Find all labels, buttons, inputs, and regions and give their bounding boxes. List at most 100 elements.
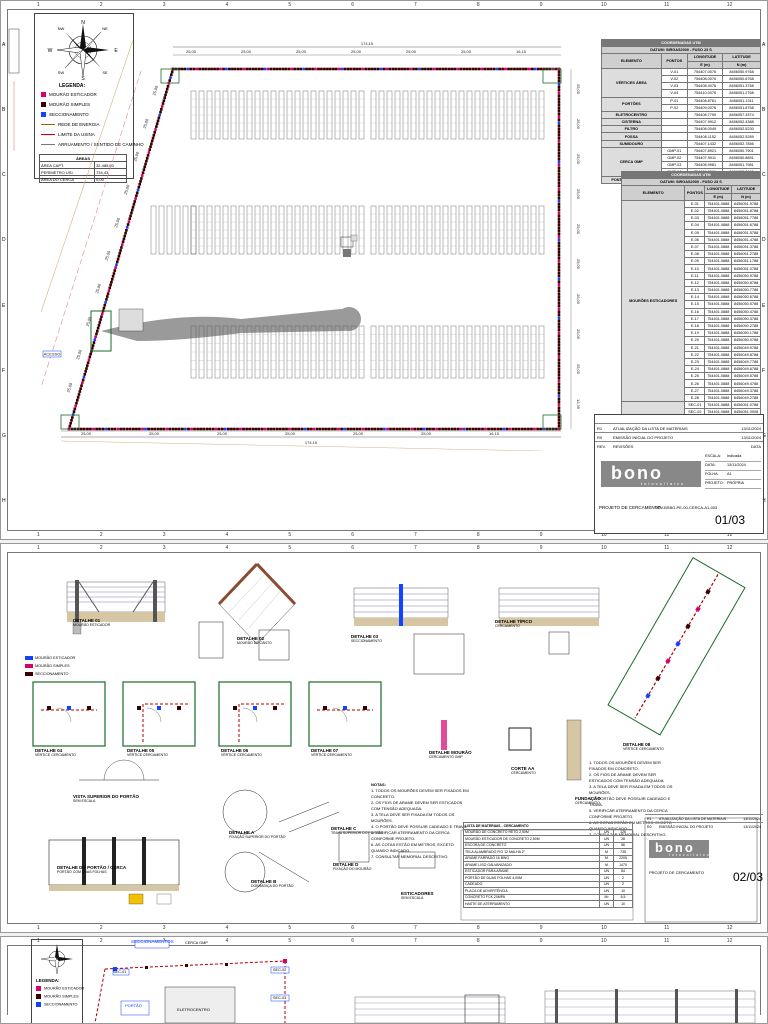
- dim-label: 12,35: [576, 399, 581, 410]
- bom-cell: UN: [598, 874, 615, 882]
- legend-title: LEGENDA:: [59, 83, 86, 89]
- coord-element: VÉRTICES ÁREA: [601, 67, 662, 98]
- company-logo: bono fotovoltaico: [649, 840, 709, 858]
- compass-sw: SW: [58, 70, 65, 75]
- coord-cell: 754408.0076: [686, 74, 724, 84]
- field-value: A1: [727, 472, 732, 476]
- dim-label: 25,00: [576, 364, 581, 375]
- column-marker: 11: [664, 938, 670, 944]
- row-marker: H: [2, 498, 6, 505]
- document-code: UFV-BSBO-PE-00-CERCA-A1-003: [655, 505, 718, 510]
- row-marker: B: [762, 106, 766, 113]
- column-marker: 4: [225, 938, 229, 944]
- title-field: ESCALA:Indicada: [705, 453, 761, 462]
- table-row: PONTOS DE SECCIONAMENTOSEC-01754401.0888…: [620, 400, 761, 438]
- coord-cell: 8456051.3788: [731, 242, 761, 252]
- detail-subtitle: CERCAMENTO: [511, 771, 536, 775]
- revision-date: 13/11/2024: [741, 435, 761, 440]
- bom-cell: M: [598, 861, 615, 869]
- coord-cell: 8456050.7901: [722, 146, 761, 156]
- coord-cell: 754401.0888: [704, 235, 733, 244]
- column-marker: 11: [664, 532, 670, 538]
- notes-text: NOTAS:1. TODOS OS MOURÕES DEVEM SER FIXA…: [371, 776, 469, 860]
- coord-cell: 754409.0076: [686, 103, 724, 112]
- column-marker: 7: [414, 532, 417, 538]
- coord-cell: 754408.9981: [686, 161, 724, 170]
- bom-cell: UN: [598, 841, 615, 849]
- coord-cell: [660, 125, 688, 134]
- coord-cell: V-02: [660, 74, 688, 84]
- row-ruler-right: [760, 945, 767, 1015]
- compass-e: E: [114, 48, 118, 54]
- column-marker: 6: [351, 2, 354, 8]
- dim-label: 25,00: [94, 282, 102, 294]
- legend-label: MOURÃO ESTICADOR: [49, 92, 97, 97]
- detail-subtitle: FIXAÇÃO DO MOURÃO: [333, 867, 372, 871]
- bom-cell: M: [598, 848, 615, 856]
- dim-label: 25,00: [421, 431, 432, 436]
- legend-item: SECCIONAMENTO: [41, 112, 89, 118]
- dim-label: 25,00: [75, 348, 83, 360]
- coord-cell: 8456049.8788: [731, 350, 761, 359]
- coord-cell: 754401.0888: [704, 350, 733, 359]
- column-marker: 3: [162, 925, 166, 931]
- coord-cell: 754401.0888: [704, 393, 733, 403]
- legend-label: SECCIONAMENTO: [35, 672, 69, 676]
- coord-cell: GMP-01: [660, 146, 688, 156]
- coord-cell: 8456049.7788: [731, 357, 761, 367]
- coord-cell: E-26: [684, 379, 706, 388]
- column-marker: 1: [37, 532, 40, 538]
- detail-title: DETALHE TÍPICO: [495, 619, 533, 624]
- bom-cell: 10: [613, 887, 633, 895]
- legend-label: MOURÃO SIMPLES: [35, 664, 70, 668]
- field-value: PRÓPRIA: [727, 481, 745, 485]
- column-marker: 9: [539, 925, 543, 931]
- coord-cell: E-17: [684, 314, 706, 323]
- detail-subtitle: SEM ESCALA: [401, 896, 424, 900]
- column-marker: 3: [162, 545, 166, 551]
- fence-label: CERCA GMP: [185, 941, 208, 945]
- dim-label: 16,15: [516, 49, 527, 54]
- revision-desc: EMISSÃO INICIAL DO PROJETO: [659, 825, 714, 829]
- legend-label: SECCIONAMENTO: [44, 1002, 78, 1007]
- coord-unit-header: E (m): [686, 60, 724, 69]
- row-marker: A: [2, 41, 6, 48]
- column-marker: 9: [539, 545, 543, 551]
- legend-label: REDE DE ENERGIA: [58, 122, 100, 127]
- coord-unit-header: E (m): [704, 192, 733, 201]
- detail-subtitle: TRAVA SUPERIOR DO PORTÃO: [331, 831, 384, 835]
- column-marker: 9: [539, 2, 543, 8]
- coord-cell: 754401.0888: [704, 365, 733, 374]
- row-marker: E: [762, 302, 766, 309]
- coord-cell: E-05: [684, 228, 706, 237]
- column-marker: 4: [225, 532, 229, 538]
- legend-line-icon: [41, 144, 55, 146]
- dim-label: 25,00: [576, 154, 581, 165]
- coord-table-subtitle: DATUM: SIRGAS2000 - FUSO 23 S: [601, 46, 761, 55]
- coord-cell: 8456051.5788: [731, 228, 761, 237]
- bom-title: LISTA DE MATERIAIS - CERCAMENTO: [463, 822, 633, 830]
- coord-cell: P-02: [660, 103, 688, 112]
- coord-cell: 8456050.1788: [731, 329, 761, 338]
- legend-label: LIMITE DA USINA: [58, 132, 95, 137]
- coord-cell: 8456051.9788: [731, 199, 761, 208]
- coord-cell: 8456051.7788: [731, 214, 761, 223]
- legend-swatch-icon: [36, 986, 41, 991]
- detail-subtitle: SEM ESCALA: [73, 799, 96, 803]
- legend-swatch-icon: [36, 1002, 41, 1007]
- row-marker: C: [762, 172, 766, 179]
- bom-cell: 10: [613, 900, 633, 908]
- coord-cell: 8456050.9788: [731, 271, 761, 280]
- gate-area-drawing: [94, 940, 756, 1023]
